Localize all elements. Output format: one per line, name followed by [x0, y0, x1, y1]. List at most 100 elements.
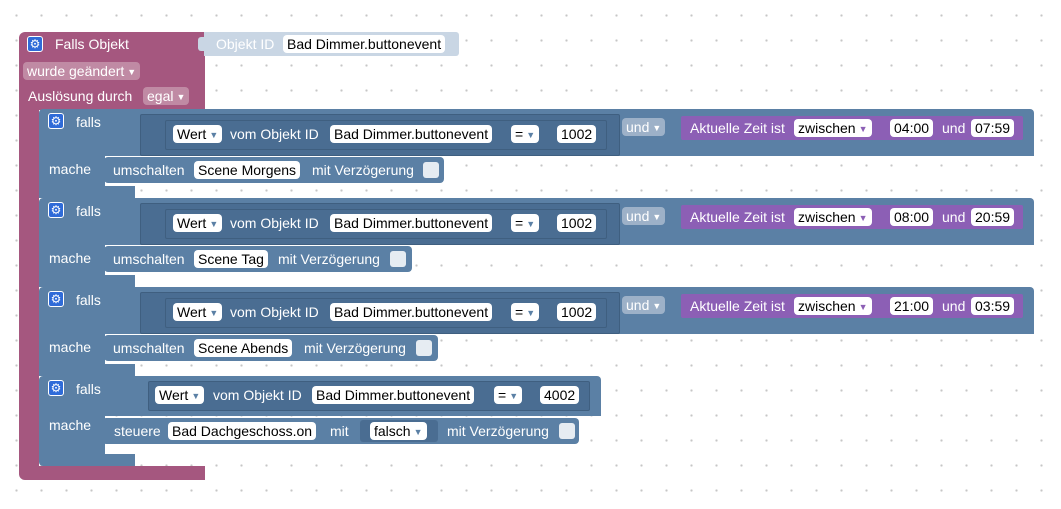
with-label: mit [330, 423, 349, 439]
dropdown-arrow-icon: ▼ [652, 301, 662, 311]
gear-icon[interactable]: ⚙ [48, 291, 64, 307]
attr-dropdown[interactable]: Wert▼ [155, 386, 205, 404]
operator-value: = [515, 304, 524, 320]
time-and-label: und [942, 209, 966, 225]
value-field[interactable]: 4002 [540, 386, 580, 404]
value-field[interactable]: 1002 [557, 303, 597, 321]
time-mode-dropdown[interactable]: zwischen▼ [794, 297, 872, 315]
boolean-dropdown[interactable]: falsch▼ [370, 422, 427, 440]
operator-dropdown[interactable]: =▼ [494, 386, 523, 404]
object-field[interactable]: Bad Dimmer.buttonevent [330, 303, 493, 321]
time-to-field[interactable]: 03:59 [971, 297, 1015, 315]
and-dropdown[interactable]: und▼ [622, 207, 666, 225]
value-field[interactable]: 1002 [557, 125, 597, 143]
trigger-by-label: Auslösung durch [28, 88, 133, 104]
do-label: mache [49, 417, 92, 433]
attr-dropdown[interactable]: Wert▼ [173, 214, 223, 232]
target-field[interactable]: Bad Dachgeschoss.on [168, 422, 317, 440]
operator-dropdown[interactable]: =▼ [511, 303, 540, 321]
time-mode-dropdown[interactable]: zwischen▼ [794, 119, 872, 137]
delay-checkbox[interactable] [390, 251, 406, 267]
object-field[interactable]: Bad Dimmer.buttonevent [330, 125, 493, 143]
and-dropdown[interactable]: und▼ [622, 118, 666, 136]
dropdown-arrow-icon: ▼ [209, 219, 219, 229]
time-label: Aktuelle Zeit ist [690, 209, 785, 225]
dropdown-arrow-icon: ▼ [526, 130, 536, 140]
gear-icon[interactable]: ⚙ [48, 380, 64, 396]
changed-value: wurde geändert [27, 63, 125, 79]
and-value: und [626, 297, 650, 313]
object-id-field[interactable]: Bad Dimmer.buttonevent [283, 35, 446, 53]
if-label: falls [76, 292, 101, 308]
of-object-label: vom Objekt ID [230, 215, 319, 231]
operator-dropdown[interactable]: =▼ [511, 214, 540, 232]
operator-value: = [515, 126, 524, 142]
if-block-footer [39, 186, 135, 198]
dropdown-arrow-icon: ▼ [127, 67, 137, 77]
delay-label: mit Verzögerung [312, 162, 414, 178]
action-verb: umschalten [113, 162, 185, 178]
dropdown-arrow-icon: ▼ [858, 302, 868, 312]
time-label: Aktuelle Zeit ist [690, 298, 785, 314]
operator-dropdown[interactable]: =▼ [511, 125, 540, 143]
time-to-field[interactable]: 07:59 [971, 119, 1015, 137]
trigger-title: Falls Objekt [55, 36, 129, 52]
delay-checkbox[interactable] [423, 162, 439, 178]
scene-field[interactable]: Scene Abends [194, 339, 293, 357]
delay-checkbox[interactable] [416, 340, 432, 356]
if-block-footer [39, 275, 135, 287]
object-field[interactable]: Bad Dimmer.buttonevent [312, 386, 475, 404]
if-block-spine [39, 155, 105, 187]
if-label: falls [76, 203, 101, 219]
if-block-spine [39, 244, 105, 276]
object-id-label: Objekt ID [216, 36, 275, 52]
scene-field[interactable]: Scene Tag [194, 250, 268, 268]
dropdown-arrow-icon: ▼ [176, 92, 186, 102]
of-object-label: vom Objekt ID [230, 304, 319, 320]
of-object-label: vom Objekt ID [213, 387, 302, 403]
attr-value: Wert [177, 215, 207, 231]
time-from-field[interactable]: 21:00 [890, 297, 934, 315]
value-field[interactable]: 1002 [557, 214, 597, 232]
dropdown-arrow-icon: ▼ [858, 124, 868, 134]
trigger-spine [19, 108, 39, 468]
time-from-field[interactable]: 08:00 [890, 208, 934, 226]
attr-dropdown[interactable]: Wert▼ [173, 125, 223, 143]
attr-dropdown[interactable]: Wert▼ [173, 303, 223, 321]
dropdown-arrow-icon: ▼ [209, 130, 219, 140]
time-to-field[interactable]: 20:59 [971, 208, 1015, 226]
operator-value: = [515, 215, 524, 231]
if-label: falls [76, 381, 101, 397]
delay-checkbox[interactable] [559, 423, 575, 439]
trigger-by-dropdown[interactable]: egal▼ [143, 87, 190, 105]
action-verb: steuere [114, 423, 161, 439]
time-mode-dropdown[interactable]: zwischen▼ [794, 208, 872, 226]
dropdown-arrow-icon: ▼ [191, 391, 201, 401]
time-mode-value: zwischen [798, 298, 856, 314]
and-value: und [626, 119, 650, 135]
time-mode-value: zwischen [798, 209, 856, 225]
if-block-footer [39, 364, 135, 376]
time-from-field[interactable]: 04:00 [890, 119, 934, 137]
gear-icon[interactable]: ⚙ [48, 113, 64, 129]
and-dropdown[interactable]: und▼ [622, 296, 666, 314]
dropdown-arrow-icon: ▼ [526, 308, 536, 318]
operator-value: = [498, 387, 507, 403]
dropdown-arrow-icon: ▼ [209, 308, 219, 318]
object-field[interactable]: Bad Dimmer.buttonevent [330, 214, 493, 232]
dropdown-arrow-icon: ▼ [413, 427, 423, 437]
gear-icon[interactable]: ⚙ [27, 36, 43, 52]
do-label: mache [49, 161, 92, 177]
changed-dropdown[interactable]: wurde geändert▼ [23, 62, 141, 80]
of-object-label: vom Objekt ID [230, 126, 319, 142]
dropdown-arrow-icon: ▼ [858, 213, 868, 223]
if-label: falls [76, 114, 101, 130]
scene-field[interactable]: Scene Morgens [194, 161, 301, 179]
do-label: mache [49, 250, 92, 266]
time-label: Aktuelle Zeit ist [690, 120, 785, 136]
and-value: und [626, 208, 650, 224]
delay-label: mit Verzögerung [447, 423, 549, 439]
dropdown-arrow-icon: ▼ [652, 123, 662, 133]
attr-value: Wert [177, 304, 207, 320]
gear-icon[interactable]: ⚙ [48, 202, 64, 218]
